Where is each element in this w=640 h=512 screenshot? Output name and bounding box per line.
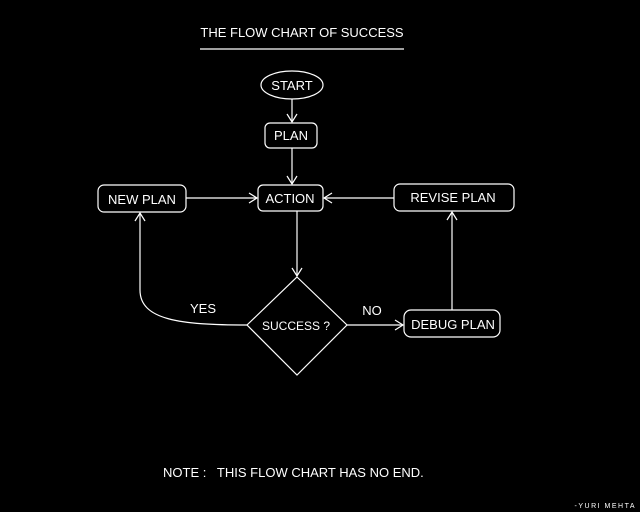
new-plan-node-label: NEW PLAN xyxy=(108,192,176,207)
action-node-label: ACTION xyxy=(265,191,314,206)
no-edge-label: NO xyxy=(362,303,382,318)
arrowhead-new-plan-to-action xyxy=(248,192,259,204)
plan-node-label: PLAN xyxy=(274,128,308,143)
success-decision-label: SUCCESS ? xyxy=(262,319,330,333)
start-node-label: START xyxy=(271,78,312,93)
edge-success-yes-to-new-plan xyxy=(139,213,248,326)
plan-node-shape xyxy=(264,122,318,149)
arrowhead-yes-to-new-plan xyxy=(134,211,146,222)
arrowhead-plan-to-action xyxy=(286,175,298,186)
arrowhead-debug-to-revise-plan xyxy=(446,210,458,221)
debug-plan-node-label: DEBUG PLAN xyxy=(411,317,495,332)
arrowhead-no-to-debug-plan xyxy=(394,319,405,331)
footer-note: NOTE : THIS FLOW CHART HAS NO END. xyxy=(163,465,424,480)
diagram-title: THE FLOW CHART OF SUCCESS xyxy=(200,25,404,40)
yes-edge-label: YES xyxy=(190,301,216,316)
arrowhead-action-to-success xyxy=(291,267,303,278)
success-decision-shape xyxy=(246,276,348,376)
arrowhead-revise-plan-to-action xyxy=(322,192,333,204)
arrowhead-start-to-plan xyxy=(286,113,298,124)
author-signature: -YURI MEHTA xyxy=(575,503,636,510)
revise-plan-node-label: REVISE PLAN xyxy=(410,190,495,205)
